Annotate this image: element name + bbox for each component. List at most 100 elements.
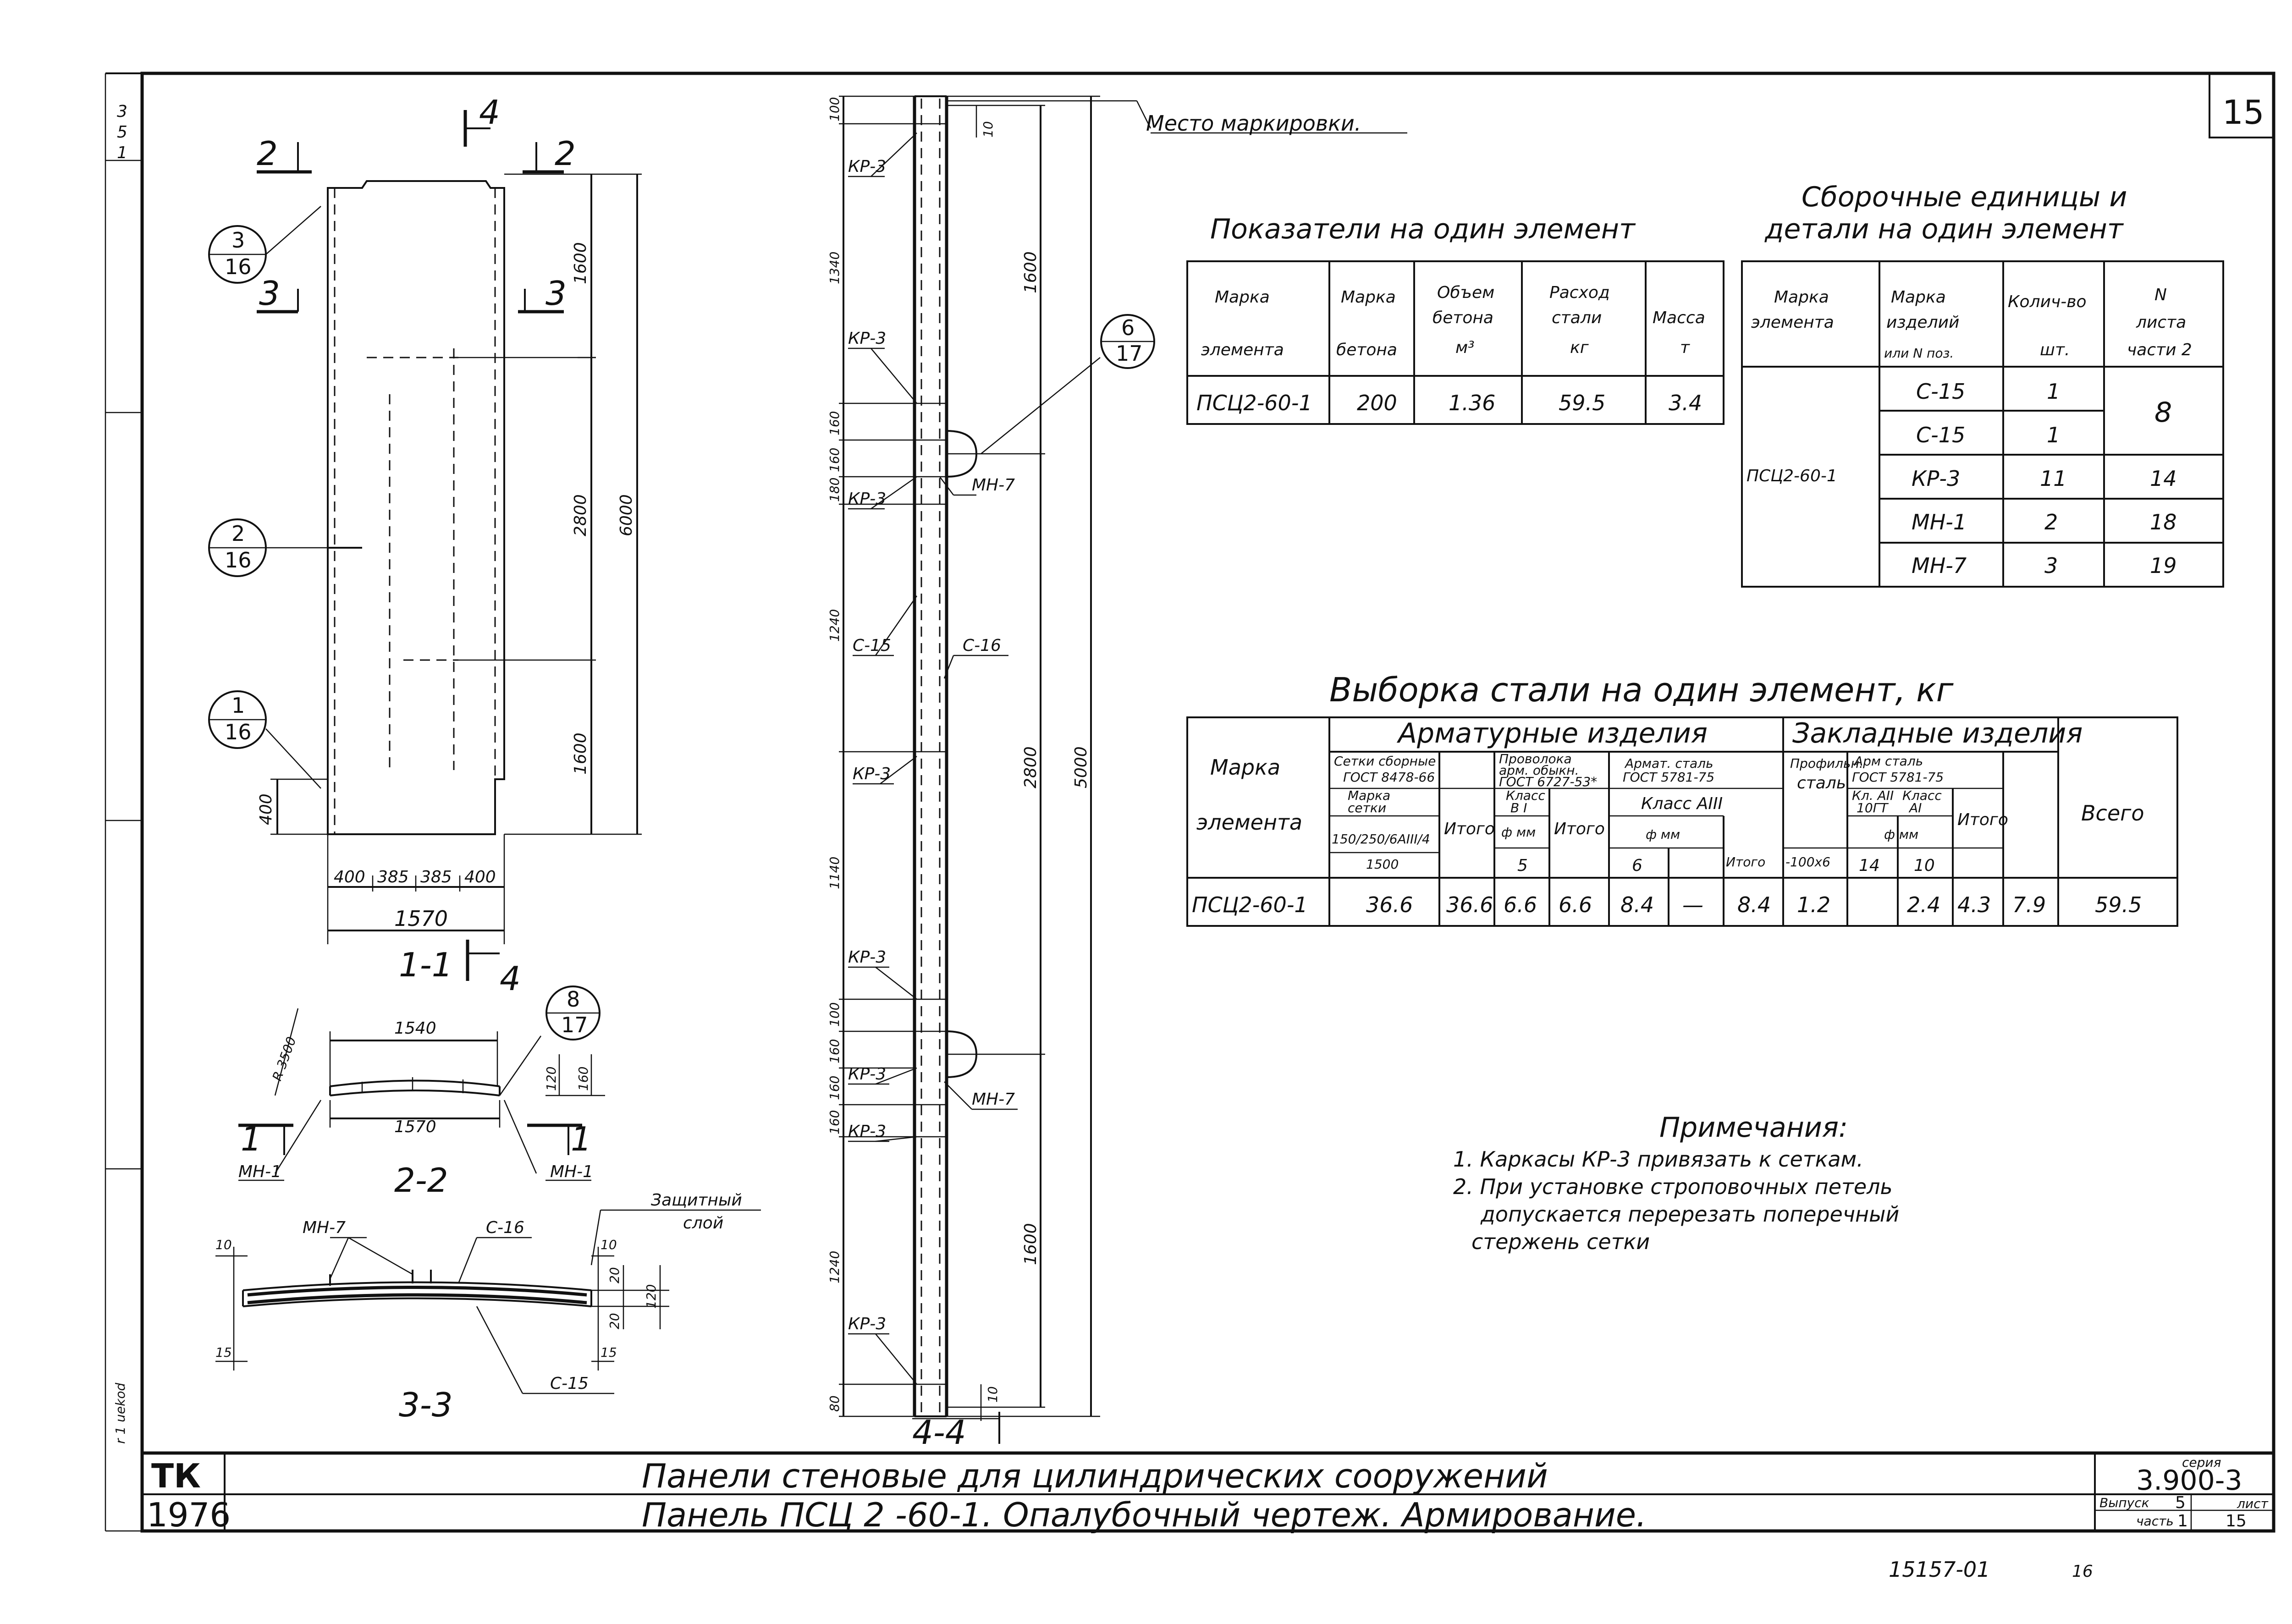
- steel-h-rebar2-class2-1: Класс: [1902, 788, 1942, 803]
- steel-cell-mark: ПСЦ2-60-1: [1192, 892, 1308, 917]
- steel-h-rebar-d: 6: [1632, 856, 1642, 875]
- steel-cell-total: 59.5: [2095, 892, 2142, 917]
- asm-h-sheet-3: части 2: [2127, 341, 2192, 359]
- dim44-l-1: 1340: [827, 252, 842, 284]
- margin-text-bottom: r 1 uekod: [113, 1383, 128, 1444]
- table-assembly-title-2: детали на один элемент: [1764, 213, 2124, 245]
- table-steel-grid: [1186, 716, 2178, 927]
- ind-cell-concrete: 200: [1357, 391, 1397, 415]
- asm-h-mark-2: элемента: [1751, 313, 1834, 332]
- title-org: ТК: [151, 1457, 201, 1495]
- steel-h-rebar-class: Класс АIII: [1641, 794, 1723, 813]
- asm-h-qty-2: шт.: [2040, 341, 2070, 359]
- steel-h-wire-3: ГОСТ 6727-53*: [1499, 774, 1597, 789]
- ind-h-mark-1: Марка: [1215, 288, 1270, 307]
- steel-h-rebar-1: Армат. сталь: [1624, 756, 1713, 771]
- title-sheet-label: лист: [2237, 1496, 2268, 1511]
- ind-cell-mark: ПСЦ2-60-1: [1196, 391, 1312, 415]
- steel-h-itogo-3: Итого: [1726, 854, 1765, 870]
- dim-2800: 2800: [571, 494, 590, 536]
- steel-h-prof-size: -100х6: [1785, 854, 1830, 870]
- asm-element: ПСЦ2-60-1: [1747, 467, 1837, 485]
- notes-title: Примечания:: [1659, 1112, 1848, 1144]
- sheet-number: 15: [2222, 93, 2264, 132]
- section-mark-2-right: 2: [555, 134, 576, 173]
- table-steel-title: Выборка стали на один элемент, кг: [1329, 671, 1954, 709]
- asm-row2-qty: 1: [2047, 423, 2060, 447]
- label-mn7-33: МН-7: [303, 1218, 346, 1237]
- callout-2-16-top: 2: [231, 521, 245, 546]
- steel-h-rebar-phi: ф мм: [1646, 827, 1680, 842]
- section-mark-2-left: 2: [257, 134, 278, 173]
- steel-h-total: Всего: [2081, 801, 2144, 826]
- ind-h-conc-1: Марка: [1341, 288, 1396, 307]
- steel-cell-rebar-blank: —: [1682, 892, 1703, 917]
- callout-6-17-bottom: 17: [1116, 341, 1143, 366]
- dim44-l-3: 160: [827, 448, 842, 472]
- callout-6-17-top: 6: [1121, 315, 1135, 340]
- dim-w4-400: 400: [464, 868, 496, 886]
- asm-h-qty-1: Колич-во: [2008, 292, 2087, 311]
- dim-r3500: R 3500: [270, 1035, 299, 1083]
- dim-120-33: 120: [644, 1284, 659, 1309]
- callout-6-17: [1100, 314, 1155, 369]
- table-indicators-grid: [1186, 260, 1725, 425]
- steel-cell-rebar6: 8.4: [1620, 892, 1654, 917]
- section-title-4-4: 4-4: [912, 1413, 966, 1452]
- asm-row5-item: МН-7: [1912, 553, 1967, 578]
- label44-kr3-7: КР-3: [848, 1122, 886, 1141]
- dim-w1-400: 400: [334, 868, 365, 886]
- table-assembly-grid: [1741, 260, 2224, 588]
- steel-h-embed: Закладные изделия: [1792, 717, 2083, 749]
- ind-h-mass-1: Масса: [1653, 308, 1705, 327]
- title-sheet: 15: [2226, 1512, 2247, 1530]
- title-issue: 5: [2175, 1493, 2186, 1512]
- dim44-r-10top: 10: [981, 121, 996, 138]
- ind-h-steel-1: Расход: [1549, 283, 1610, 302]
- dim-1600-upper: 1600: [571, 242, 590, 284]
- section-3-3: [215, 1209, 761, 1394]
- title-line-1: Панели стеновые для цилиндрических соору…: [642, 1457, 1548, 1495]
- dim44-l-12: 80: [827, 1395, 842, 1412]
- steel-h-prof-2: сталь: [1797, 774, 1846, 793]
- label44-kr3-4: КР-3: [853, 765, 891, 783]
- footer-page: 16: [2072, 1562, 2093, 1581]
- footer-code: 15157-01: [1889, 1557, 1990, 1582]
- dim44-l-11: 1240: [827, 1251, 842, 1283]
- steel-cell-wire: 6.6: [1504, 892, 1537, 917]
- dim-1540: 1540: [394, 1019, 436, 1038]
- callout-1-16-top: 1: [231, 693, 245, 718]
- callout-2-16: [208, 518, 267, 577]
- steel-cell-embed-itogo: 7.9: [2012, 892, 2046, 917]
- title-part: 1: [2177, 1512, 2188, 1530]
- ind-cell-steel: 59.5: [1559, 391, 1605, 415]
- front-view: [257, 110, 642, 981]
- dim-w2-385: 385: [377, 868, 409, 886]
- steel-cell-prof: 1.2: [1797, 892, 1830, 917]
- callout-8-17: [545, 985, 601, 1040]
- dim44-r-5000: 5000: [1072, 746, 1091, 788]
- callout-2-16-bottom: 16: [225, 548, 252, 573]
- section-mark-4-bottom: 4: [500, 959, 521, 998]
- section-title-1-1: 1-1: [399, 946, 453, 984]
- label44-kr3-3: КР-3: [848, 490, 886, 508]
- label-mn1-left: МН-1: [238, 1162, 281, 1181]
- dim-w3-385: 385: [420, 868, 452, 886]
- label-mn1-right: МН-1: [550, 1162, 593, 1181]
- title-line-2: Панель ПСЦ 2 -60-1. Опалубочный чертеж. …: [642, 1496, 1647, 1534]
- title-block-grid: [142, 1451, 2274, 1531]
- title-issue-label: Выпуск: [2099, 1495, 2149, 1510]
- dim-120-22: 120: [544, 1067, 559, 1091]
- steel-h-wire-class-2: B I: [1510, 800, 1527, 815]
- dim-1570-22: 1570: [394, 1118, 436, 1136]
- dim44-r-1600b: 1600: [1021, 1223, 1040, 1265]
- label44-mn7-1: МН-7: [972, 476, 1015, 495]
- asm-h-sheet-2: листа: [2136, 313, 2186, 332]
- dim44-l-9: 160: [827, 1076, 842, 1100]
- notes-line-2: 2. При установке строповочных петель: [1453, 1174, 1893, 1199]
- dim44-l-6: 1140: [827, 857, 842, 889]
- steel-cell-mesh: 36.6: [1366, 892, 1413, 917]
- section-title-2-2: 2-2: [394, 1161, 448, 1200]
- steel-cell-wire-itogo: 6.6: [1559, 892, 1592, 917]
